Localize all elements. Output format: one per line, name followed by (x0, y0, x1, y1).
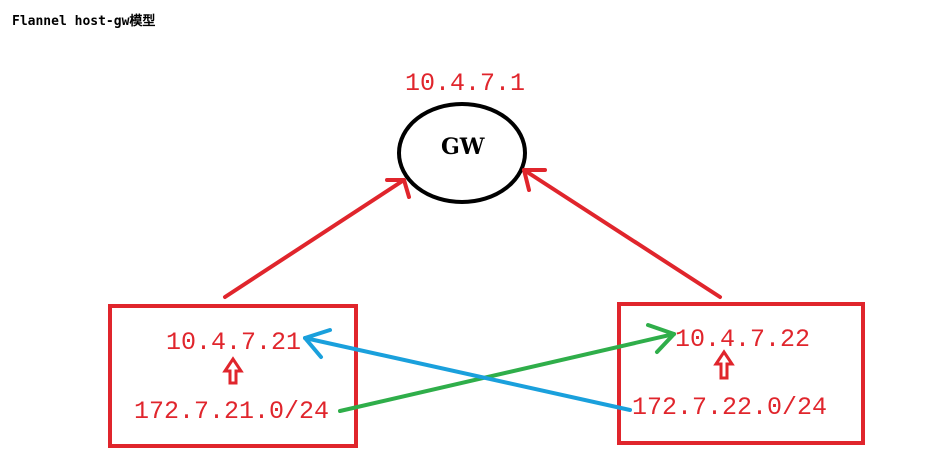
arrow-green-left-subnet-to-right-host (338, 323, 676, 413)
host-left-ip: 10.4.7.21 (166, 328, 301, 357)
host-box-right (617, 302, 865, 445)
host-box-left (108, 304, 358, 448)
gateway-ip: 10.4.7.1 (405, 69, 525, 98)
gateway-label: GW (441, 134, 485, 160)
up-arrow-icon (222, 356, 244, 385)
host-right-subnet: 172.7.22.0/24 (632, 393, 827, 422)
arrow-left-host-to-gateway (223, 178, 411, 299)
host-right-ip: 10.4.7.22 (675, 325, 810, 354)
gateway-node (397, 102, 527, 204)
up-arrow-icon (713, 349, 735, 380)
host-left-subnet: 172.7.21.0/24 (134, 397, 329, 426)
arrow-blue-right-subnet-to-left-host (303, 328, 632, 412)
arrow-right-host-to-gateway (522, 168, 722, 299)
diagram-title: Flannel host-gw模型 (12, 13, 155, 29)
